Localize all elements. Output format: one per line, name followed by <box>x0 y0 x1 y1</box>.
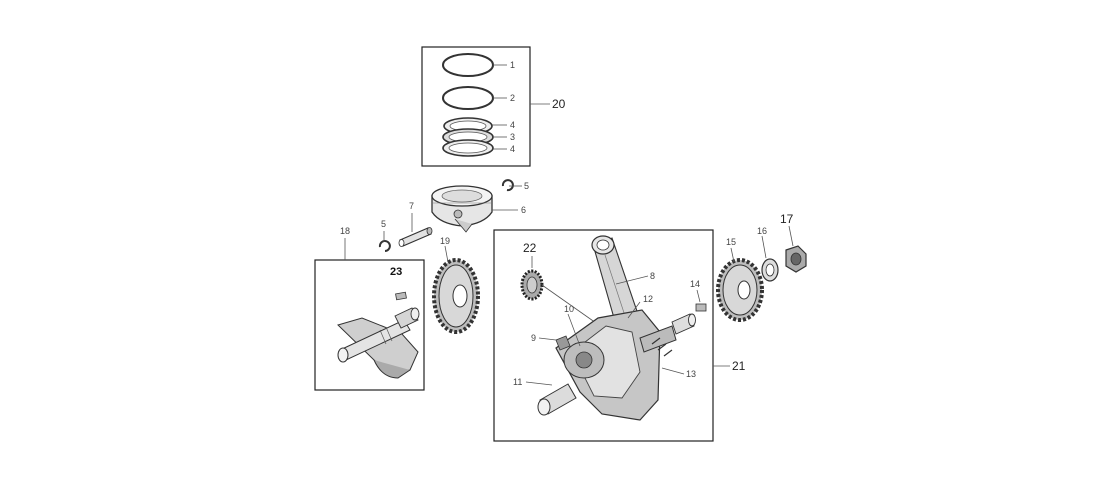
callout-5-left: 5 <box>381 219 386 229</box>
balancer-shaft <box>337 307 420 379</box>
needle-bearing <box>520 269 544 301</box>
crankshaft-assembly-box <box>493 229 714 442</box>
callout-6: 6 <box>521 205 526 215</box>
piston-pin <box>398 227 433 247</box>
callout-7: 7 <box>409 201 414 211</box>
callout-3: 3 <box>510 132 515 142</box>
callout-4-top: 4 <box>510 120 515 130</box>
callout-1: 1 <box>510 60 515 70</box>
callout-18: 18 <box>340 226 350 236</box>
balancer-shaft-box <box>314 259 425 391</box>
callout-11: 11 <box>513 377 522 387</box>
washer <box>761 258 779 282</box>
callout-21: 21 <box>732 359 746 373</box>
woodruff-key-14 <box>695 303 707 312</box>
callout-2: 2 <box>510 93 515 103</box>
balancer-drive-gear <box>432 258 480 334</box>
callout-12: 12 <box>643 294 653 304</box>
callout-13: 13 <box>686 369 696 379</box>
callout-4-bottom: 4 <box>510 144 515 154</box>
callout-23: 23 <box>390 266 402 278</box>
callout-10: 10 <box>564 304 574 314</box>
callout-14: 14 <box>690 279 700 289</box>
callout-19: 19 <box>440 236 450 246</box>
callout-5-right: 5 <box>524 181 529 191</box>
callout-15: 15 <box>726 237 736 247</box>
piston-ring-2 <box>442 86 494 110</box>
piston-ring-set-box <box>421 46 531 167</box>
crankshaft-gear <box>716 258 764 322</box>
circlip-left <box>378 240 391 252</box>
callout-9: 9 <box>531 333 536 343</box>
circlip-right <box>501 179 514 192</box>
oil-ring-assembly <box>442 117 494 157</box>
callout-22: 22 <box>523 241 537 255</box>
callout-16: 16 <box>757 226 767 236</box>
crankshaft-nut <box>785 245 807 273</box>
woodruff-key-23 <box>395 291 407 301</box>
piston-ring-1 <box>442 53 494 77</box>
callout-8: 8 <box>650 271 655 281</box>
callout-17: 17 <box>780 212 794 226</box>
piston <box>431 185 493 233</box>
crankshaft <box>537 309 696 421</box>
callout-20: 20 <box>552 97 566 111</box>
